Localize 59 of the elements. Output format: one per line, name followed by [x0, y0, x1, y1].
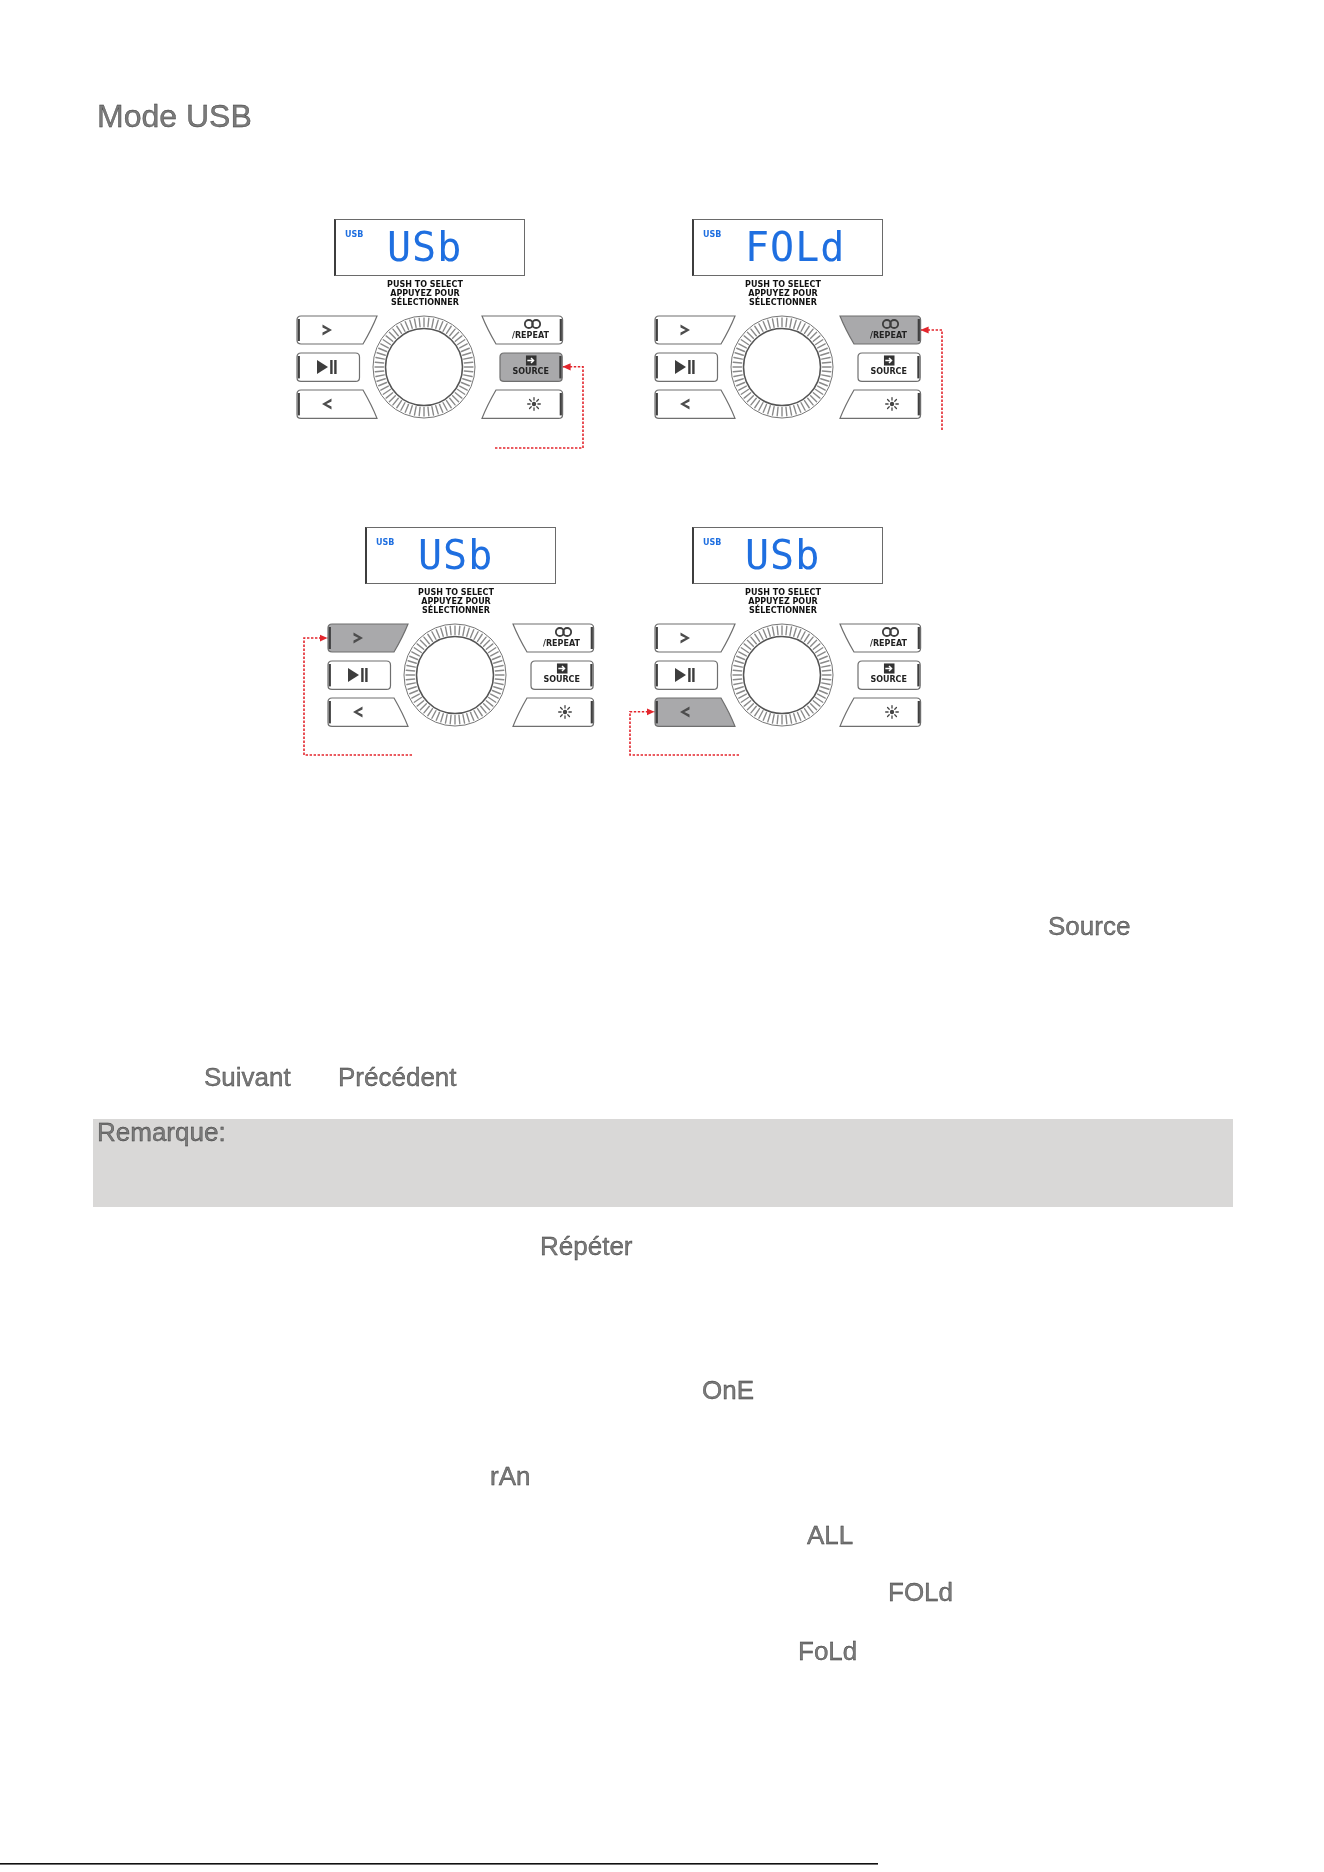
- control-name: Source: [1048, 911, 1131, 943]
- next-button: [327, 624, 408, 652]
- note-band: [93, 1119, 1233, 1207]
- mode-indicator: USB: [703, 231, 722, 239]
- leader-arrow: [303, 634, 413, 756]
- mode-indicator: USB: [703, 539, 722, 547]
- display-readout: USb: [387, 227, 463, 267]
- source-button: SOURCE: [500, 352, 563, 381]
- next-button: [654, 624, 735, 652]
- light-button: [513, 697, 594, 726]
- display-readout: USb: [745, 535, 821, 575]
- source-button: SOURCE: [858, 352, 921, 381]
- lcd-display: [334, 219, 525, 276]
- knob-caption: APPUYEZ POUR SÉLECTIONNER: [747, 290, 819, 307]
- play-pause-button: [654, 352, 717, 381]
- control-name: Répéter: [540, 1231, 633, 1263]
- lcd-display: [692, 219, 883, 276]
- repeat-button: /REPEAT: [840, 316, 921, 344]
- display-code: ALL: [807, 1520, 854, 1552]
- knob-caption: PUSH TO SELECT: [744, 280, 822, 289]
- display-code: FoLd: [798, 1636, 858, 1668]
- display-code: rAn: [490, 1461, 531, 1493]
- play-pause-button: [654, 660, 717, 689]
- play-pause-button: [327, 660, 390, 689]
- knob-caption: PUSH TO SELECT: [386, 280, 464, 289]
- note-heading: Remarque:: [97, 1119, 226, 1145]
- next-button: [654, 316, 735, 344]
- repeat-button: /REPEAT: [513, 624, 594, 652]
- previous-button: [327, 697, 408, 726]
- control-name: Précédent: [338, 1062, 457, 1094]
- leader-arrow: [494, 363, 584, 449]
- previous-button: [654, 697, 735, 726]
- lcd-display: [692, 527, 883, 584]
- light-button: [840, 389, 921, 418]
- display-readout: USb: [418, 535, 494, 575]
- display-code: OnE: [702, 1375, 755, 1407]
- knob-caption: PUSH TO SELECT: [744, 588, 822, 597]
- display-code: FOLd: [888, 1577, 954, 1609]
- control-name: Suivant: [204, 1062, 291, 1094]
- repeat-button: /REPEAT: [840, 624, 921, 652]
- light-button: [482, 389, 563, 418]
- source-button: SOURCE: [531, 660, 594, 689]
- page-title: Mode USB: [97, 97, 252, 136]
- lcd-display: [365, 527, 556, 584]
- play-pause-button: [296, 352, 359, 381]
- light-button: [840, 697, 921, 726]
- source-button: SOURCE: [858, 660, 921, 689]
- knob-caption: APPUYEZ POUR SÉLECTIONNER: [389, 290, 461, 307]
- mode-indicator: USB: [345, 231, 364, 239]
- knob-caption: APPUYEZ POUR SÉLECTIONNER: [420, 598, 492, 615]
- repeat-button: /REPEAT: [482, 316, 563, 344]
- knob-caption: APPUYEZ POUR SÉLECTIONNER: [747, 598, 819, 615]
- next-button: [296, 316, 377, 344]
- knob-caption: PUSH TO SELECT: [417, 588, 495, 597]
- previous-button: [654, 389, 735, 418]
- mode-indicator: USB: [376, 539, 395, 547]
- leader-arrow: [629, 708, 740, 756]
- previous-button: [296, 389, 377, 418]
- display-readout: FOLd: [745, 227, 846, 267]
